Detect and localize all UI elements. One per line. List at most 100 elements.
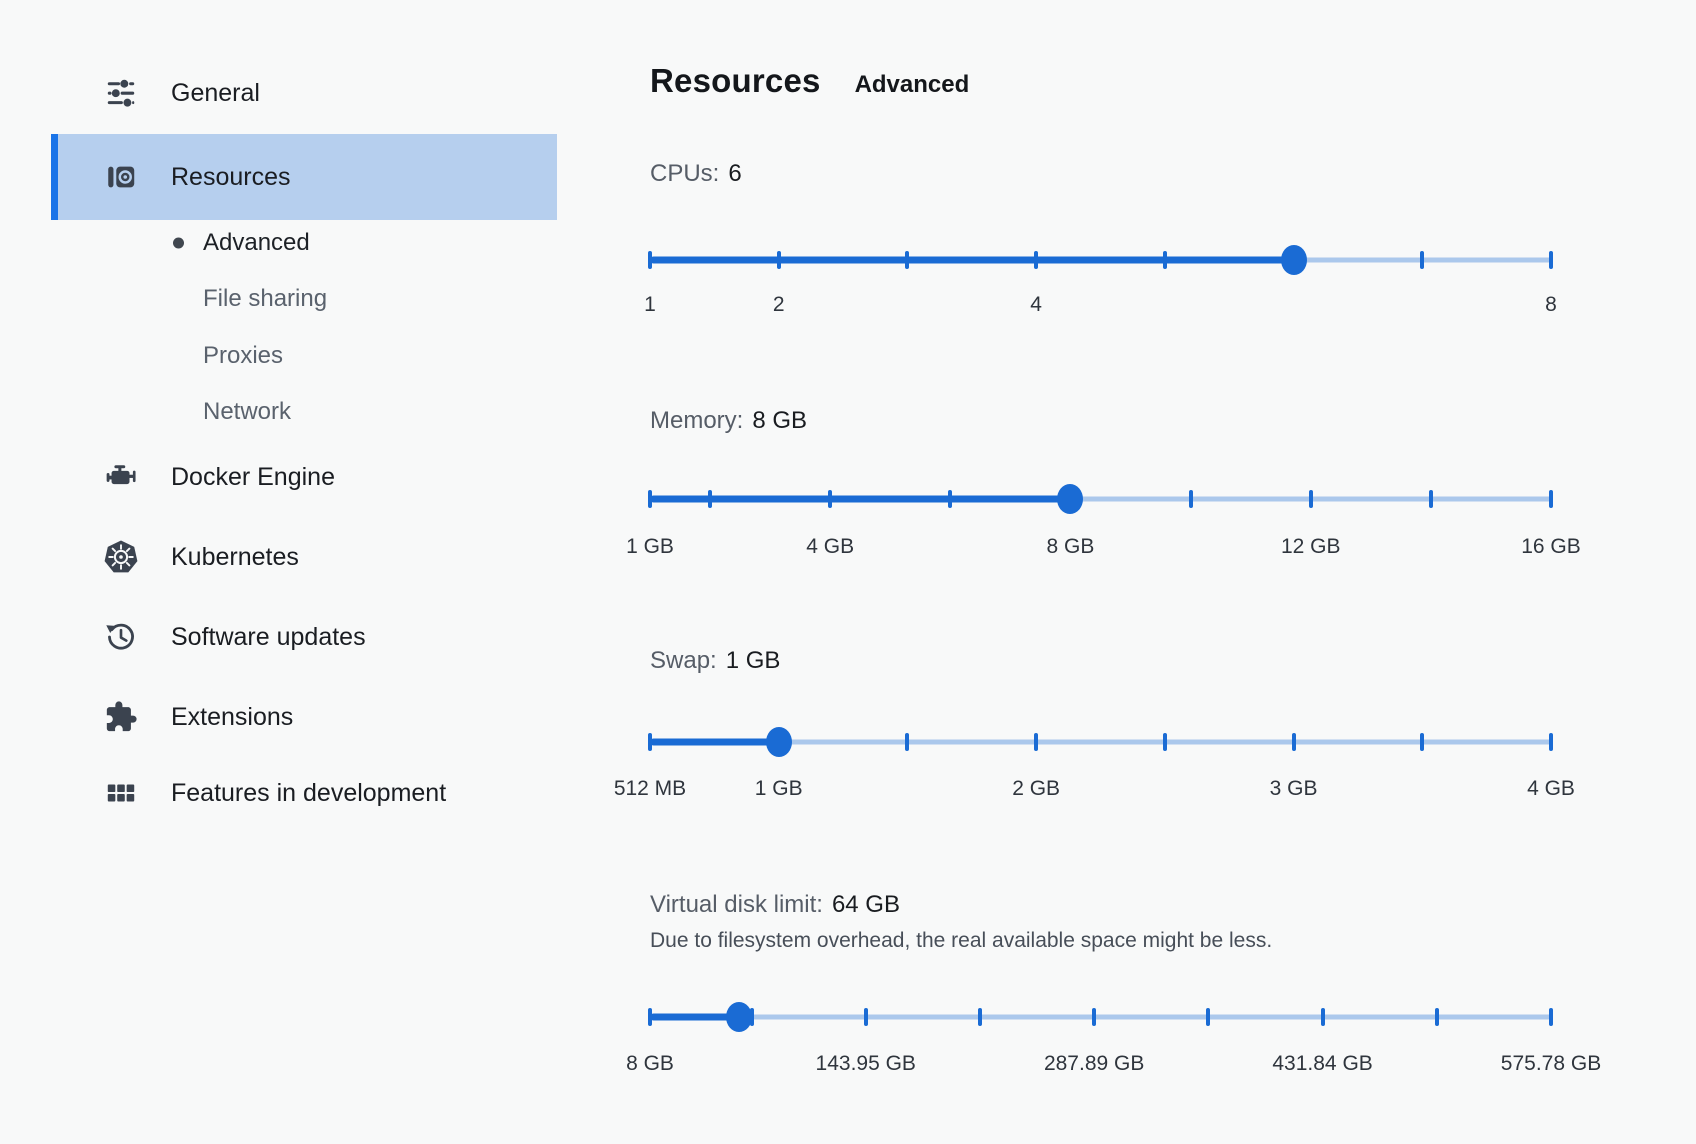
cpus-label-text: CPUs: <box>650 160 720 187</box>
slider-track[interactable] <box>650 739 1551 745</box>
sidebar-item-general[interactable]: General <box>51 69 557 117</box>
memory-label-text: Memory: <box>650 407 744 434</box>
sidebar-subitem-label: Network <box>203 398 292 425</box>
tick-label: 3 GB <box>1269 777 1318 800</box>
slider-tick <box>948 490 953 508</box>
history-icon <box>102 618 140 656</box>
swap-slider-thumb[interactable] <box>765 727 792 757</box>
tune-icon <box>102 74 140 112</box>
sidebar-item-label: Resources <box>171 162 291 191</box>
sidebar-subitem-label: Advanced <box>203 229 310 256</box>
slider-tick <box>1092 1008 1097 1026</box>
cpus-value: 6 <box>728 160 742 187</box>
sidebar-item-label: Docker Engine <box>171 462 335 491</box>
slider-tick <box>1034 251 1039 269</box>
slider-tick <box>776 251 781 269</box>
slider-tick <box>1549 251 1553 269</box>
slider-tick <box>648 490 652 508</box>
sidebar-item-kubernetes[interactable]: Kubernetes <box>51 533 557 581</box>
sidebar-item-label: Software updates <box>171 622 366 651</box>
slider-fill <box>650 256 1294 264</box>
disk-slider-thumb[interactable] <box>725 1002 752 1032</box>
slider-tick <box>1434 1008 1439 1026</box>
tick-label: 575.78 GB <box>1500 1052 1602 1075</box>
sidebar-item-label: Features in development <box>171 778 447 807</box>
tick-label: 8 GB <box>1046 535 1095 558</box>
sidebar-item-label: General <box>171 78 260 107</box>
sidebar-subitem-label: File sharing <box>203 285 328 312</box>
tick-label: 12 GB <box>1280 535 1341 558</box>
slider-tick <box>1162 251 1167 269</box>
tick-label: 1 GB <box>626 535 674 558</box>
slider-fill <box>650 1013 739 1021</box>
tick-label: 512 MB <box>613 777 687 800</box>
active-bullet-dot <box>173 237 184 249</box>
slider-tick <box>1549 1008 1553 1026</box>
slider-tick <box>1428 490 1433 508</box>
tick-label: 2 <box>772 293 785 316</box>
tick-label: 287.89 GB <box>1043 1052 1145 1075</box>
disk-slider[interactable] <box>648 1001 1553 1033</box>
memory-label: Memory:8 GB <box>650 407 807 435</box>
disk-label: Virtual disk limit: 64 GB <box>650 891 900 919</box>
page-subtitle: Advanced <box>854 71 970 98</box>
grid-icon <box>102 774 140 812</box>
slider-tick <box>1420 251 1425 269</box>
sidebar-item-software-updates[interactable]: Software updates <box>51 613 557 661</box>
slider-tick <box>648 251 652 269</box>
swap-slider[interactable] <box>648 726 1553 758</box>
sidebar-subitem-proxies[interactable]: Proxies <box>51 341 557 371</box>
slider-fill <box>650 495 1071 503</box>
memory-slider-thumb[interactable] <box>1057 484 1084 514</box>
disk-label-text: Virtual disk limit: <box>650 891 823 918</box>
disk-value: 64 GB <box>831 891 900 918</box>
tick-label: 1 <box>644 293 656 316</box>
cpus-slider-thumb[interactable] <box>1280 245 1307 275</box>
slider-tick <box>1188 490 1193 508</box>
engine-icon <box>102 458 140 496</box>
slider-track[interactable] <box>650 1014 1551 1020</box>
slider-track[interactable] <box>650 496 1551 502</box>
sidebar-subitem-network[interactable]: Network <box>51 397 557 427</box>
slider-tick <box>1320 1008 1325 1026</box>
tick-label: 4 <box>1030 293 1042 316</box>
swap-label-text: Swap: <box>650 647 717 674</box>
cpus-slider[interactable] <box>648 244 1553 276</box>
slider-tick <box>1420 733 1425 751</box>
slider-tick <box>708 490 713 508</box>
slider-tick <box>1549 733 1553 751</box>
memory-slider[interactable] <box>648 483 1553 515</box>
sidebar-item-extensions[interactable]: Extensions <box>51 693 557 741</box>
slider-tick <box>648 733 652 751</box>
slider-tick <box>1206 1008 1211 1026</box>
slider-tick <box>1034 733 1039 751</box>
sidebar-item-label: Extensions <box>171 702 294 731</box>
slider-tick <box>1308 490 1313 508</box>
tick-label: 431.84 GB <box>1272 1052 1373 1075</box>
sidebar-item-features-in-development[interactable]: Features in development <box>51 769 557 817</box>
slider-tick <box>648 1008 652 1026</box>
slider-tick <box>1291 733 1296 751</box>
sidebar-item-docker-engine[interactable]: Docker Engine <box>51 453 557 501</box>
sidebar-subitem-label: Proxies <box>203 342 284 369</box>
tick-label: 16 GB <box>1521 535 1581 558</box>
slider-tick <box>1549 490 1553 508</box>
swap-value: 1 GB <box>725 647 781 674</box>
sidebar-subitem-file-sharing[interactable]: File sharing <box>51 284 557 314</box>
slider-tick <box>905 251 910 269</box>
tick-label: 1 GB <box>754 777 803 800</box>
tick-label: 143.95 GB <box>815 1052 916 1075</box>
tick-label: 2 GB <box>1012 777 1061 800</box>
sidebar-subitem-advanced[interactable]: Advanced <box>51 228 557 258</box>
cpus-label: CPUs: 6 <box>650 160 742 188</box>
page-header: Resources Advanced <box>650 62 969 100</box>
sidebar-item-resources[interactable]: Resources <box>51 134 557 220</box>
slider-fill <box>650 738 779 746</box>
swap-label: Swap: 1 GB <box>650 647 780 675</box>
kubernetes-icon <box>102 538 140 576</box>
